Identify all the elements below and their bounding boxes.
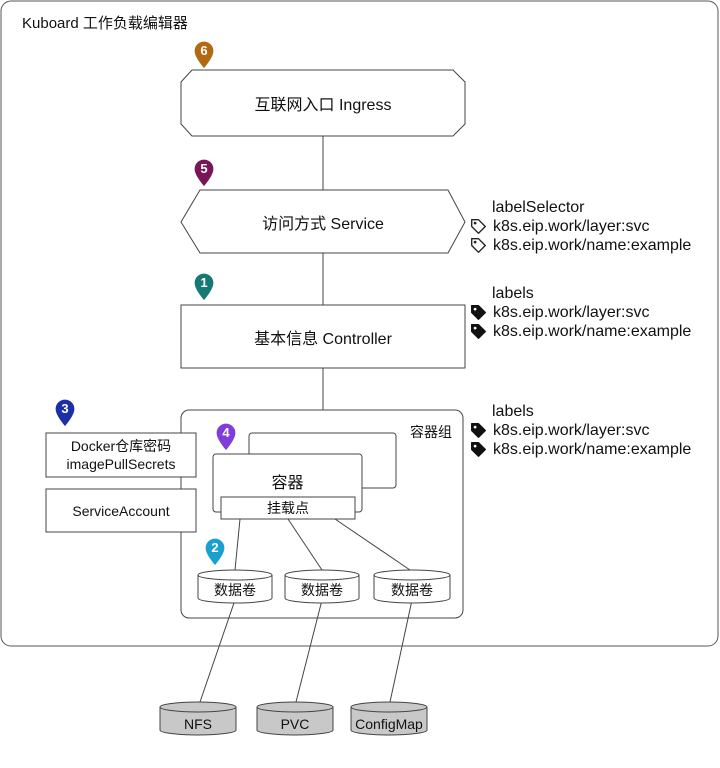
storage-label-configmap: ConfigMap bbox=[355, 716, 423, 732]
map-pin-icon bbox=[193, 158, 215, 188]
marker-2: 2 bbox=[203, 537, 231, 571]
map-pin-icon bbox=[193, 272, 215, 302]
service-selector-row-2: k8s.eip.work/name:example bbox=[470, 236, 691, 255]
pod-labels-item-2: k8s.eip.work/name:example bbox=[493, 441, 692, 458]
volume-to-pvc bbox=[295, 599, 323, 703]
storage-label-pvc: PVC bbox=[280, 716, 310, 732]
marker-2-number: 2 bbox=[211, 540, 219, 555]
marker-5: 5 bbox=[192, 158, 220, 192]
marker-3: 3 bbox=[53, 398, 81, 432]
pod-labels-row-2: k8s.eip.work/name:example bbox=[470, 440, 691, 459]
volume-cylinder-1 bbox=[197, 569, 273, 604]
volume-label-1: 数据卷 bbox=[214, 582, 256, 598]
pod-labels-row-1: k8s.eip.work/layer:svc bbox=[470, 421, 691, 440]
map-pin-icon bbox=[215, 422, 237, 452]
controller-label: 基本信息 Controller bbox=[254, 330, 392, 348]
service-node bbox=[180, 189, 466, 254]
volume-cylinder-2 bbox=[284, 569, 360, 604]
tag-filled-icon bbox=[471, 305, 486, 320]
container-label: 容器 bbox=[271, 475, 304, 492]
controller-labels-block: labels k8s.eip.work/layer:svc k8s.eip.wo… bbox=[470, 284, 691, 341]
service-label: 访问方式 Service bbox=[262, 215, 384, 233]
pod-labels-item-1: k8s.eip.work/layer:svc bbox=[493, 422, 650, 439]
docker-secret-node bbox=[45, 432, 197, 478]
tag-outline-icon bbox=[471, 238, 486, 253]
marker-5-number: 5 bbox=[200, 161, 208, 176]
tag-filled-icon bbox=[471, 423, 486, 438]
storage-cylinder-pvc bbox=[256, 701, 334, 736]
pod-group-label: 容器组 bbox=[410, 424, 452, 440]
diagram-title: Kuboard 工作负载编辑器 bbox=[22, 15, 188, 32]
pod-labels-block: labels k8s.eip.work/layer:svc k8s.eip.wo… bbox=[470, 402, 691, 459]
ingress-label: 互联网入口 Ingress bbox=[254, 97, 392, 114]
mount-to-volume-3 bbox=[334, 518, 411, 571]
volume-cylinder-3 bbox=[373, 569, 451, 604]
marker-6: 6 bbox=[192, 40, 220, 74]
service-account-label: ServiceAccount bbox=[72, 502, 170, 519]
controller-node bbox=[180, 304, 466, 369]
map-pin-icon bbox=[204, 537, 226, 567]
marker-4-number: 4 bbox=[222, 425, 230, 440]
ingress-node bbox=[180, 69, 466, 137]
tag-filled-icon bbox=[471, 442, 486, 457]
volume-to-configmap bbox=[389, 599, 413, 703]
mount-to-volume-2 bbox=[287, 518, 323, 571]
controller-labels-row-2: k8s.eip.work/name:example bbox=[470, 322, 691, 341]
map-pin-icon bbox=[193, 40, 215, 70]
marker-1-number: 1 bbox=[200, 275, 208, 290]
marker-1: 1 bbox=[192, 272, 220, 306]
docker-secret-line2: imagePullSecrets bbox=[66, 456, 176, 472]
service-selector-row-1: k8s.eip.work/layer:svc bbox=[470, 217, 691, 236]
tag-outline-icon bbox=[471, 219, 486, 234]
marker-3-number: 3 bbox=[61, 401, 69, 416]
service-account-node bbox=[45, 488, 197, 533]
pod-labels-heading: labels bbox=[492, 403, 534, 420]
service-selector-heading: labelSelector bbox=[492, 199, 585, 216]
volume-to-nfs bbox=[199, 599, 236, 703]
mount-to-volume-1 bbox=[234, 518, 241, 571]
storage-cylinder-configmap bbox=[350, 701, 428, 736]
mount-point-label: 挂载点 bbox=[267, 500, 309, 516]
docker-secret-line1: Docker仓库密码 bbox=[70, 438, 172, 454]
service-selector-block: labelSelector k8s.eip.work/layer:svc k8s… bbox=[470, 198, 691, 255]
controller-labels-heading: labels bbox=[492, 285, 534, 302]
controller-labels-row-1: k8s.eip.work/layer:svc bbox=[470, 303, 691, 322]
service-selector-item-2: k8s.eip.work/name:example bbox=[493, 237, 692, 254]
tag-filled-icon bbox=[471, 324, 486, 339]
controller-labels-item-1: k8s.eip.work/layer:svc bbox=[493, 304, 650, 321]
docker-secret-label: Docker仓库密码 imagePullSecrets bbox=[46, 433, 196, 477]
volume-label-2: 数据卷 bbox=[301, 582, 343, 598]
marker-6-number: 6 bbox=[200, 43, 208, 58]
controller-labels-item-2: k8s.eip.work/name:example bbox=[493, 323, 692, 340]
storage-label-nfs: NFS bbox=[184, 716, 212, 732]
volume-label-3: 数据卷 bbox=[391, 582, 433, 598]
storage-cylinder-nfs bbox=[159, 701, 237, 736]
map-pin-icon bbox=[54, 398, 76, 428]
marker-4: 4 bbox=[214, 422, 242, 456]
service-selector-item-1: k8s.eip.work/layer:svc bbox=[493, 218, 650, 235]
